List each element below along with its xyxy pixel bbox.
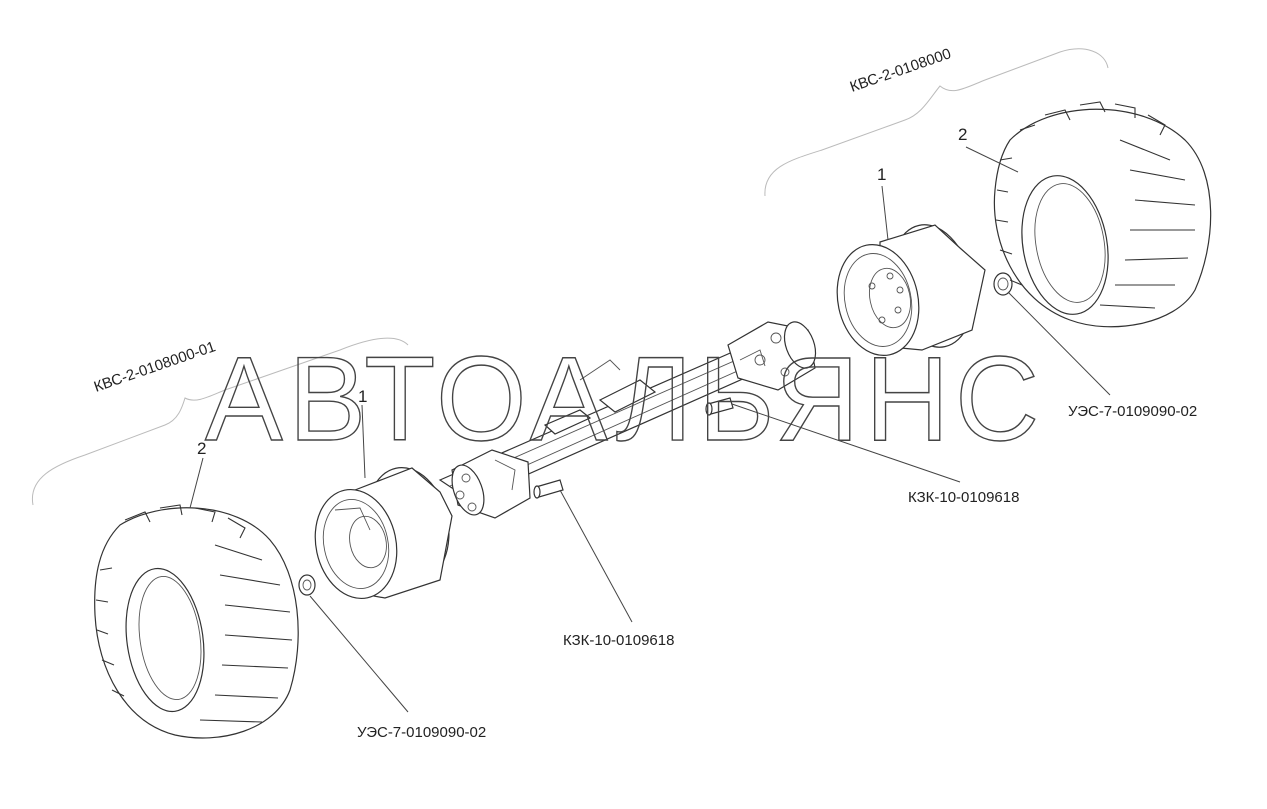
position-number-right-tire: 2 xyxy=(958,125,967,144)
leader-right-rim xyxy=(881,185,889,241)
callout-left-nut: УЭС-7-0109090-02 xyxy=(357,724,486,741)
watermark-text: АВТОАЛЬЯНС xyxy=(205,332,1045,466)
left-rim xyxy=(314,467,453,600)
right-hub xyxy=(727,321,817,391)
left-hub xyxy=(451,449,531,519)
leader-left-tire xyxy=(189,457,204,509)
position-number-right-rim: 1 xyxy=(877,165,886,184)
leader-left-nut xyxy=(309,595,409,713)
right-tire xyxy=(993,101,1212,328)
position-number-left-rim: 1 xyxy=(358,387,367,406)
left-stud xyxy=(533,479,564,499)
right-wheel-nut xyxy=(993,272,1013,296)
left-assembly-label: КВС-2-0108000-01 xyxy=(92,338,218,396)
left-assembly-brace xyxy=(31,337,409,506)
callout-left-stud: КЗК-10-0109618 xyxy=(563,632,674,649)
position-number-left-tire: 2 xyxy=(197,439,206,458)
right-assembly-label: КВС-2-0108000 xyxy=(848,45,954,96)
right-assembly-brace xyxy=(764,48,1109,197)
leader-left-stud xyxy=(559,489,633,623)
leader-right-stud xyxy=(731,403,961,483)
right-rim xyxy=(836,224,986,357)
leader-right-nut xyxy=(1007,291,1111,396)
callout-right-nut: УЭС-7-0109090-02 xyxy=(1068,403,1197,420)
leader-left-rim xyxy=(361,404,366,479)
right-stud xyxy=(705,397,734,416)
left-wheel-nut xyxy=(298,574,316,596)
leader-right-tire xyxy=(965,146,1019,173)
left-tire xyxy=(94,504,299,739)
callout-right-stud: КЗК-10-0109618 xyxy=(908,489,1019,506)
